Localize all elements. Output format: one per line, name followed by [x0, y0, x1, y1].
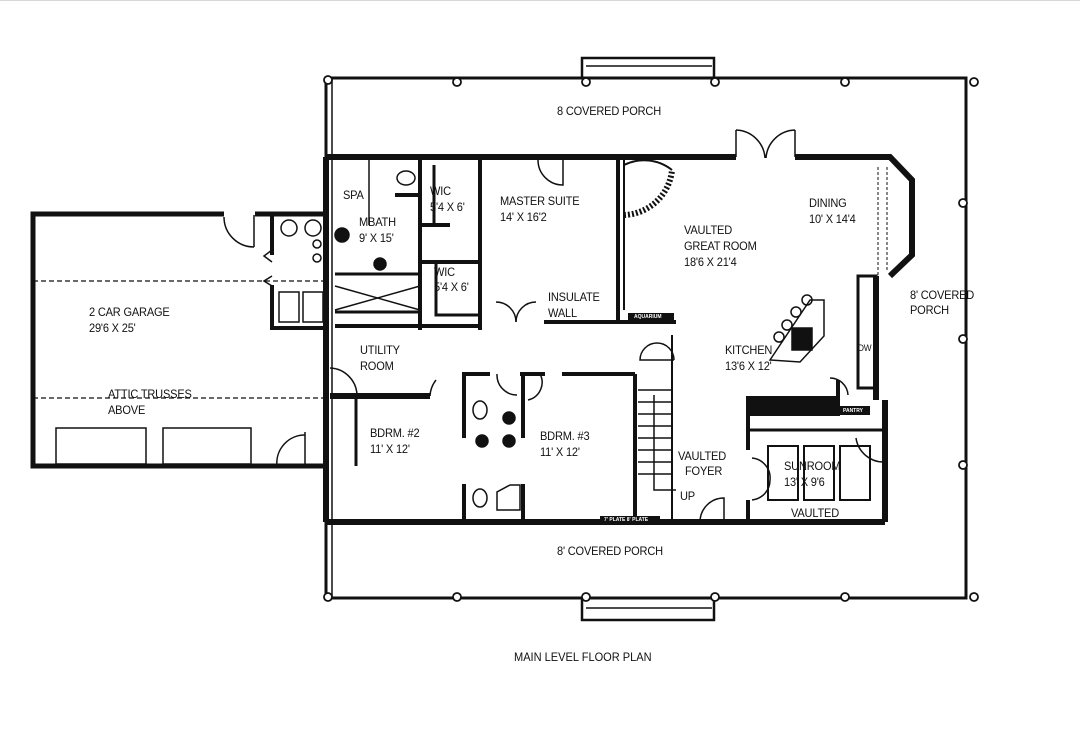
- wic-upper-size: 5'4 X 6': [430, 200, 465, 214]
- porch-top-label: 8 COVERED PORCH: [557, 104, 661, 118]
- garage-size: 29'6 X 25': [89, 321, 136, 335]
- bdrm2-label: BDRM. #2: [370, 426, 420, 440]
- garage-walls: [30, 211, 326, 469]
- insulate-wall-label-2: WALL: [548, 306, 577, 320]
- kitchen-size: 13'6 X 12': [725, 359, 772, 373]
- plan-title: MAIN LEVEL FLOOR PLAN: [514, 650, 652, 664]
- dining-bay: [877, 167, 888, 278]
- spa-label: SPA: [343, 188, 364, 202]
- master-suite-size: 14' X 16'2: [500, 210, 547, 224]
- porch-bottom-label: 8' COVERED PORCH: [557, 544, 663, 558]
- bdrm2-size: 11' X 12': [370, 442, 410, 456]
- master-suite-label: MASTER SUITE: [500, 194, 580, 208]
- sunroom-size: 13' X 9'6: [784, 475, 825, 489]
- attic-label-1: ATTIC TRUSSES: [108, 387, 192, 401]
- great-room-size: 18'6 X 21'4: [684, 255, 737, 269]
- spiral-stair: [623, 159, 675, 218]
- porch-posts: [323, 75, 979, 602]
- sunroom-vaulted-label: VAULTED: [791, 506, 839, 520]
- kitchen-label: KITCHEN: [725, 343, 773, 357]
- garage-label: 2 CAR GARAGE: [89, 305, 170, 319]
- sunroom-label: SUNROOM: [784, 459, 841, 473]
- plate-tag: [600, 516, 660, 523]
- foyer-label-2: FOYER: [685, 464, 723, 478]
- dishwasher-label: DW: [858, 343, 872, 353]
- wic-lower-size: 5'4 X 6': [434, 280, 469, 294]
- porch-right-label-2: PORCH: [910, 303, 949, 317]
- wic-lower-label: WIC: [434, 265, 455, 279]
- stairs-up-label: UP: [680, 489, 695, 503]
- french-doors-top: [735, 129, 796, 159]
- kitchen-island: [768, 294, 825, 363]
- great-room-label-2: GREAT ROOM: [684, 239, 757, 253]
- pantry-label: PANTRY: [843, 408, 863, 414]
- utility-label-2: ROOM: [360, 359, 394, 373]
- attic-label-2: ABOVE: [108, 403, 146, 417]
- wic-upper-label: WIC: [430, 184, 451, 198]
- great-room-label-1: VAULTED: [684, 223, 732, 237]
- interior-walls: [330, 157, 885, 522]
- sunroom-windows: [767, 445, 871, 501]
- bdrm3-label: BDRM. #3: [540, 429, 590, 443]
- insulate-wall-label-1: INSULATE: [548, 290, 600, 304]
- stair-treads: [638, 389, 676, 491]
- foyer-label-1: VAULTED: [678, 449, 726, 463]
- interior-doors: [329, 159, 885, 523]
- porch-right-label: 8' COVERED: [910, 288, 975, 302]
- pantry-tag: [840, 406, 870, 415]
- porch-outline: [324, 56, 968, 622]
- page-top-border: [0, 0, 1080, 1]
- dining-size: 10' X 14'4: [809, 212, 856, 226]
- mbath-label: MBATH: [359, 215, 396, 229]
- utility-label-1: UTILITY: [360, 343, 400, 357]
- bdrm3-size: 11' X 12': [540, 445, 580, 459]
- aquarium-tag: [628, 313, 674, 322]
- plate-label: 7' PLATE 8' PLATE: [604, 517, 649, 523]
- mbath-size: 9' X 15': [359, 231, 394, 245]
- bath-fixtures: [334, 170, 521, 511]
- aquarium-label: AQUARIUM: [634, 314, 662, 320]
- dining-label: DINING: [809, 196, 847, 210]
